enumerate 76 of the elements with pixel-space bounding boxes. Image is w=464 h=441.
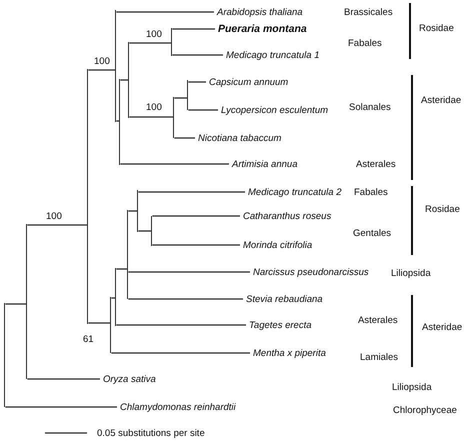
taxon-label: Medicago truncatula 1 <box>226 50 320 60</box>
order-label: Asterales <box>356 158 396 170</box>
branch-line <box>172 54 223 56</box>
branch-line <box>120 163 229 165</box>
tree-node-line <box>127 210 128 299</box>
scale-bar-label: 0.05 substitutions per site <box>97 428 205 438</box>
branch-line <box>27 224 87 226</box>
tree-node-line <box>4 303 6 407</box>
branch-line <box>27 378 100 380</box>
branch-line <box>128 271 250 273</box>
taxon-label: Oryza sativa <box>103 374 156 384</box>
order-label: Chlorophyceae <box>393 404 457 416</box>
taxon-label: Arabidopsis thaliana <box>217 6 303 18</box>
tree-node-line <box>87 69 88 324</box>
branch-line <box>188 81 206 83</box>
clade-label: Asteridae <box>421 94 462 106</box>
clade-label: Rosidae <box>419 22 454 34</box>
clade-label: Rosidae <box>425 204 460 214</box>
branch-line <box>116 11 214 13</box>
branch-line <box>129 116 173 118</box>
branch-line <box>88 322 110 324</box>
order-label: Liliopsida <box>392 382 432 392</box>
tree-node-line <box>110 297 112 353</box>
order-label: Fabales <box>348 38 382 48</box>
tree-node-line <box>151 216 152 246</box>
branch-line <box>116 268 127 270</box>
taxon-label: Mentha x piperita <box>253 348 326 358</box>
branch-line <box>116 324 246 326</box>
order-label: Solanales <box>349 102 391 112</box>
branch-line <box>188 109 218 111</box>
tree-node-line <box>26 224 28 379</box>
branch-line <box>174 137 195 139</box>
tree-node-line <box>187 80 188 110</box>
taxon-label: Chlamydomonas reinhardtii <box>120 402 236 412</box>
branch-line <box>5 303 26 305</box>
taxon-label: Pueraria montana <box>218 23 307 35</box>
taxon-label: Nicotiana tabaccum <box>198 132 282 144</box>
bootstrap-value: 61 <box>83 334 94 344</box>
taxon-label: Tagetes erecta <box>249 320 312 330</box>
taxon-label: Morinda citrifolia <box>243 240 312 250</box>
tree-node-line <box>137 190 138 232</box>
taxon-label: Medicago truncatula 2 <box>248 186 342 198</box>
tree-node-line <box>173 97 174 138</box>
branch-line <box>172 28 215 30</box>
taxon-label: Capsicum annuum <box>209 76 288 88</box>
clade-label: Asteridae <box>422 322 462 332</box>
tree-node-line <box>119 79 120 165</box>
taxon-label: Catharanthus roseus <box>243 210 332 222</box>
branch-line <box>174 97 187 99</box>
bootstrap-value: 100 <box>146 28 162 40</box>
order-label: Brassicales <box>344 6 393 18</box>
taxon-label: Lycopersicon esculentum <box>221 104 328 116</box>
branch-line <box>152 244 240 246</box>
branch-line <box>128 298 243 300</box>
bootstrap-value: 100 <box>146 102 162 112</box>
taxon-label: Artimisia annua <box>232 158 298 170</box>
taxon-label: Stevia rebaudiana <box>246 294 323 304</box>
bootstrap-value: 100 <box>46 210 62 222</box>
branch-line <box>138 230 151 232</box>
branch-line <box>138 191 245 193</box>
branch-line <box>88 69 115 71</box>
order-label: Fabales <box>354 186 388 198</box>
branch-line <box>129 42 171 44</box>
order-label: Gentales <box>353 228 392 238</box>
tree-node-line <box>128 42 130 118</box>
branch-line <box>152 215 240 217</box>
order-label: Asterales <box>358 314 398 326</box>
tree-node-line <box>115 10 116 122</box>
taxon-label: Narcissus pseudonarcissus <box>253 266 369 278</box>
bootstrap-value: 100 <box>94 56 110 66</box>
branch-line <box>5 406 117 408</box>
order-label: Lamiales <box>360 352 398 362</box>
branch-line <box>111 352 250 354</box>
tree-node-line <box>115 268 116 326</box>
order-label: Liliopsida <box>391 268 431 278</box>
tree-node-line <box>171 28 172 56</box>
